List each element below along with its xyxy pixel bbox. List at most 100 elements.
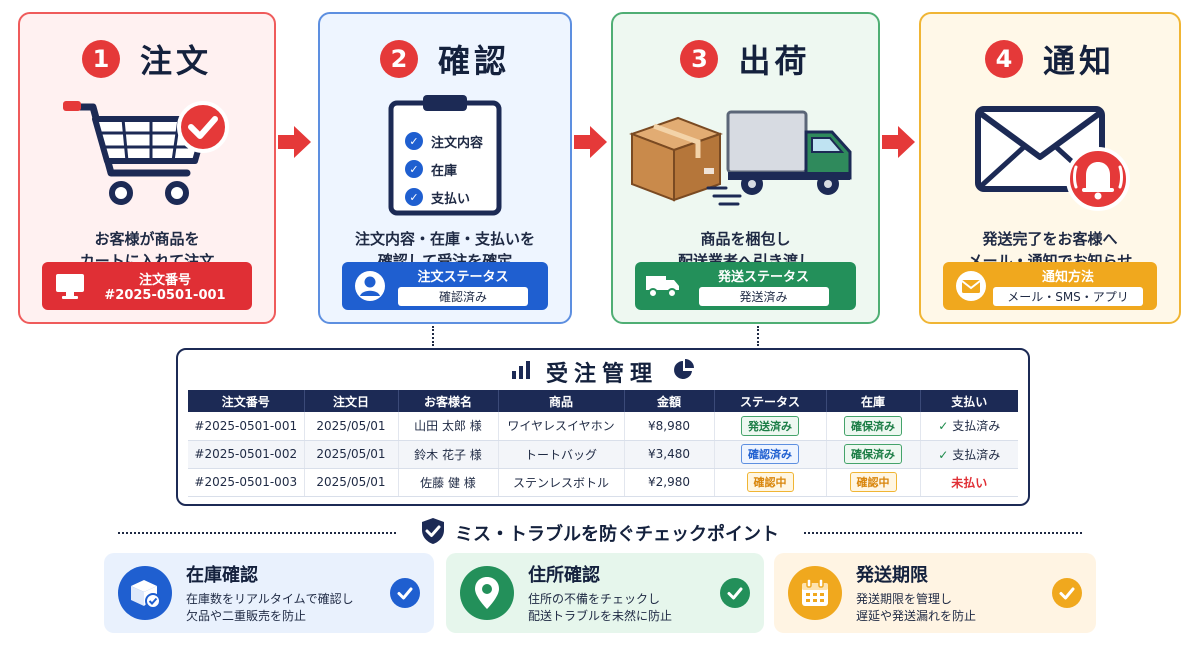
checklist-item-label: 在庫 (431, 163, 458, 179)
management-title: 受注管理 (545, 362, 658, 387)
mail-icon (953, 268, 989, 304)
divider (118, 532, 396, 534)
order-number-cell: #2025-0501-001 (188, 412, 305, 441)
payment-cell: ✓ 支払済み (920, 412, 1018, 441)
shipping-status-panel: 発送ステータス 発送済み (635, 262, 856, 310)
envelope-bell-icon (921, 90, 1179, 220)
checkpoint-title: 在庫確認 (186, 565, 258, 586)
payment-status: 支払済み (952, 447, 1001, 462)
amount-cell: ¥8,980 (624, 412, 715, 441)
customer-cell: 佐藤 健 様 (398, 468, 499, 497)
step-number-badge: 4 (984, 40, 1023, 78)
payment-status: 支払済み (952, 419, 1001, 434)
table-row[interactable]: #2025-0501-002 2025/05/01 鈴木 花子 様 トートバッグ… (188, 440, 1018, 469)
column-header: 金額 (624, 390, 715, 412)
shipping-status-value: 発送済み (698, 287, 829, 306)
order-date-cell: 2025/05/01 (304, 412, 399, 441)
step-description-line: 発送完了をお客様へ (982, 230, 1118, 248)
order-status-label: 注文ステータス (417, 270, 509, 285)
truck-icon (645, 268, 681, 304)
shipping-status-label: 発送ステータス (717, 270, 809, 285)
checkpoint-title: ミス・トラブルを防ぐチェックポイント (455, 524, 779, 545)
step-card-ship: 3 出荷 商品を梱包し 配送業者へ引き渡し (611, 12, 880, 324)
checkpoint-text: 配送トラブルを未然に防止 (528, 609, 673, 623)
checklist-item: ✓ 支払い (405, 183, 501, 211)
notification-method-value: メール・SMS・アプリ (993, 287, 1143, 306)
checkpoint-text: 欠品や二重販売を防止 (186, 609, 307, 623)
arrow-right-icon (278, 126, 311, 158)
box-and-truck-icon (613, 90, 878, 220)
stock-badge: 確保済み (844, 444, 902, 464)
arrow-right-icon (882, 126, 915, 158)
step-card-order: 1 注文 お客様が商品を カートに入れて注文 注文番号 #2025-05 (18, 12, 276, 324)
step-header: 3 出荷 (613, 36, 878, 82)
order-number-cell: #2025-0501-002 (188, 440, 305, 469)
connector-dots (757, 326, 759, 346)
step-number-badge: 2 (379, 40, 418, 78)
status-cell: 発送済み (714, 412, 827, 441)
step-card-notify: 4 通知 発送完了をお客様へ メール・通知でお知らせ 通知方法 メール・ (919, 12, 1181, 324)
status-badge: 確認済み (741, 444, 799, 464)
box-check-icon (118, 566, 172, 620)
checklist: ✓ 注文内容 ✓ 在庫 ✓ 支払い (405, 127, 501, 211)
shield-check-icon (421, 517, 445, 549)
stock-badge: 確認中 (849, 472, 897, 492)
pie-chart-icon (672, 358, 696, 386)
payment-cell: ✓ 支払済み (920, 440, 1018, 469)
order-number-panel: 注文番号 #2025-0501-001 (42, 262, 252, 310)
step-card-confirm: 2 確認 ✓ 注文内容 ✓ 在庫 ✓ 支払い (318, 12, 572, 324)
order-number-label: 注文番号 (138, 273, 191, 288)
stock-cell: 確保済み (826, 412, 921, 441)
connector-dots (432, 326, 434, 346)
step-number-badge: 3 (680, 40, 719, 78)
status-cell: 確認済み (714, 440, 827, 469)
table-row[interactable]: #2025-0501-003 2025/05/01 佐藤 健 様 ステンレスボト… (188, 468, 1018, 497)
amount-cell: ¥2,980 (624, 468, 715, 497)
customer-cell: 山田 太郎 様 (398, 412, 499, 441)
product-cell: ステンレスボトル (498, 468, 625, 497)
arrow-right-icon (574, 126, 607, 158)
step-title: 出荷 (738, 42, 811, 80)
clipboard-checklist-icon: ✓ 注文内容 ✓ 在庫 ✓ 支払い (320, 90, 570, 220)
check-circle-icon: ✓ (405, 160, 423, 178)
step-header: 4 通知 (921, 36, 1179, 82)
product-cell: トートバッグ (498, 440, 625, 469)
checkpoint-card-stock: 在庫確認 在庫数をリアルタイムで確認し 欠品や二重販売を防止 (104, 553, 434, 633)
stock-badge: 確保済み (844, 415, 902, 436)
step-description-line: 注文内容・在庫・支払いを (354, 230, 535, 248)
calendar-icon (788, 566, 842, 620)
step-header: 2 確認 (320, 36, 570, 82)
step-header: 1 注文 (20, 36, 274, 82)
column-header: お客様名 (398, 390, 499, 412)
column-header: 支払い (920, 390, 1018, 412)
checkpoint-text: 住所の不備をチェックし (528, 592, 661, 606)
check-circle-icon: ✓ (405, 132, 423, 150)
status-badge: 確認中 (746, 472, 794, 492)
user-icon (352, 268, 388, 304)
check-circle-icon (1052, 578, 1082, 608)
table-row[interactable]: #2025-0501-001 2025/05/01 山田 太郎 様 ワイヤレスイ… (188, 412, 1018, 441)
checkpoint-header: ミス・トラブルを防ぐチェックポイント (400, 517, 800, 549)
checklist-item-label: 支払い (431, 191, 471, 207)
column-header: ステータス (714, 390, 827, 412)
order-date-cell: 2025/05/01 (304, 440, 399, 469)
checklist-item-label: 注文内容 (431, 135, 484, 151)
shopping-cart-icon (20, 90, 274, 220)
checkpoint-card-address: 住所確認 住所の不備をチェックし 配送トラブルを未然に防止 (446, 553, 764, 633)
checklist-item: ✓ 在庫 (405, 155, 501, 183)
checkpoint-text: 発送期限を管理し (856, 592, 953, 606)
payment-cell: 未払い (920, 468, 1018, 497)
checkpoint-text: 遅延や発送漏れを防止 (856, 609, 977, 623)
map-pin-icon (460, 566, 514, 620)
step-description-line: お客様が商品を (94, 230, 200, 248)
step-title: 確認 (437, 42, 510, 80)
checkpoint-text: 在庫数をリアルタイムで確認し (186, 592, 354, 606)
management-header: 受注管理 (178, 356, 1028, 388)
step-title: 通知 (1042, 42, 1115, 80)
payment-status: 未払い (951, 475, 988, 490)
column-header: 商品 (498, 390, 625, 412)
column-header: 注文日 (304, 390, 399, 412)
status-badge: 発送済み (741, 415, 799, 436)
step-description-line: 商品を梱包し (700, 230, 791, 248)
stock-cell: 確保済み (826, 440, 921, 469)
